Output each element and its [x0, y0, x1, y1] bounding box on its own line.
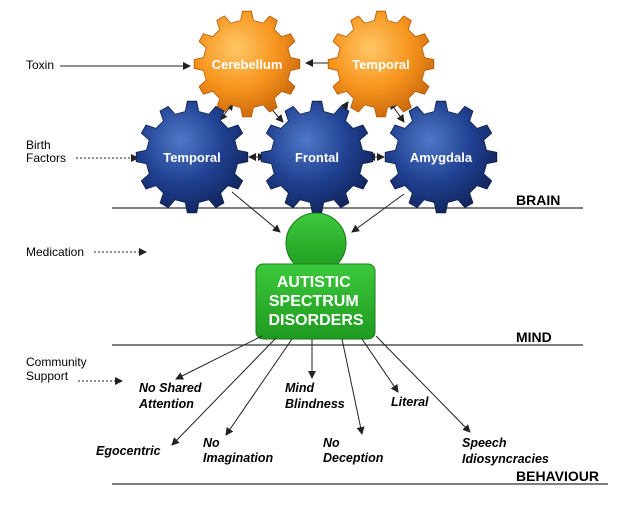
frontal-gear: Frontal — [260, 100, 374, 214]
asd-to-no-shared-attention-arrow — [175, 335, 263, 380]
asd-person-figure: AUTISTIC SPECTRUM DISORDERS — [255, 212, 376, 340]
temporal-top-label: Temporal — [352, 57, 410, 72]
no-deception-label: No Deception — [323, 436, 384, 465]
community-support-label: Community Support — [26, 355, 90, 383]
amygdala-gear: Amygdala — [384, 100, 498, 214]
brain-label: BRAIN — [516, 192, 560, 208]
asd-to-literal-arrow — [361, 338, 399, 393]
toxin-label: Toxin — [26, 58, 54, 72]
temporal-left-gear: Temporal — [135, 100, 249, 214]
egocentric-label: Egocentric — [96, 444, 161, 458]
amygdala-label: Amygdala — [410, 150, 473, 165]
no-shared-attention-label: No Shared Attention — [138, 381, 205, 411]
amygdala-to-asd-arrow — [351, 193, 405, 233]
cerebellum-gear: Cerebellum — [193, 10, 301, 118]
asd-to-speech-idiosyncracies-arrow — [375, 335, 471, 433]
speech-idiosyncracies-label: Speech Idiosyncracies — [462, 436, 549, 466]
temporal-top-gear: Temporal — [327, 10, 435, 118]
asd-to-egocentric-arrow — [171, 337, 277, 446]
no-imagination-label: No Imagination — [203, 436, 274, 465]
asd-to-no-imagination-arrow — [225, 338, 293, 436]
temporal-left-to-asd-arrow — [231, 191, 281, 233]
person-body — [255, 263, 376, 340]
temporal-left-label: Temporal — [163, 150, 221, 165]
mind-blindness-label: Mind Blindness — [285, 381, 345, 411]
frontal-label: Frontal — [295, 150, 339, 165]
literal-label: Literal — [391, 395, 429, 409]
birth-factors-label: Birth Factors — [26, 138, 66, 165]
asd-to-no-deception-arrow — [341, 338, 365, 435]
asd-label: AUTISTIC SPECTRUM DISORDERS — [268, 274, 363, 329]
mind-label: MIND — [516, 329, 552, 345]
behaviour-label: BEHAVIOUR — [516, 468, 599, 484]
cerebellum-label: Cerebellum — [212, 57, 283, 72]
medication-label: Medication — [26, 245, 84, 259]
